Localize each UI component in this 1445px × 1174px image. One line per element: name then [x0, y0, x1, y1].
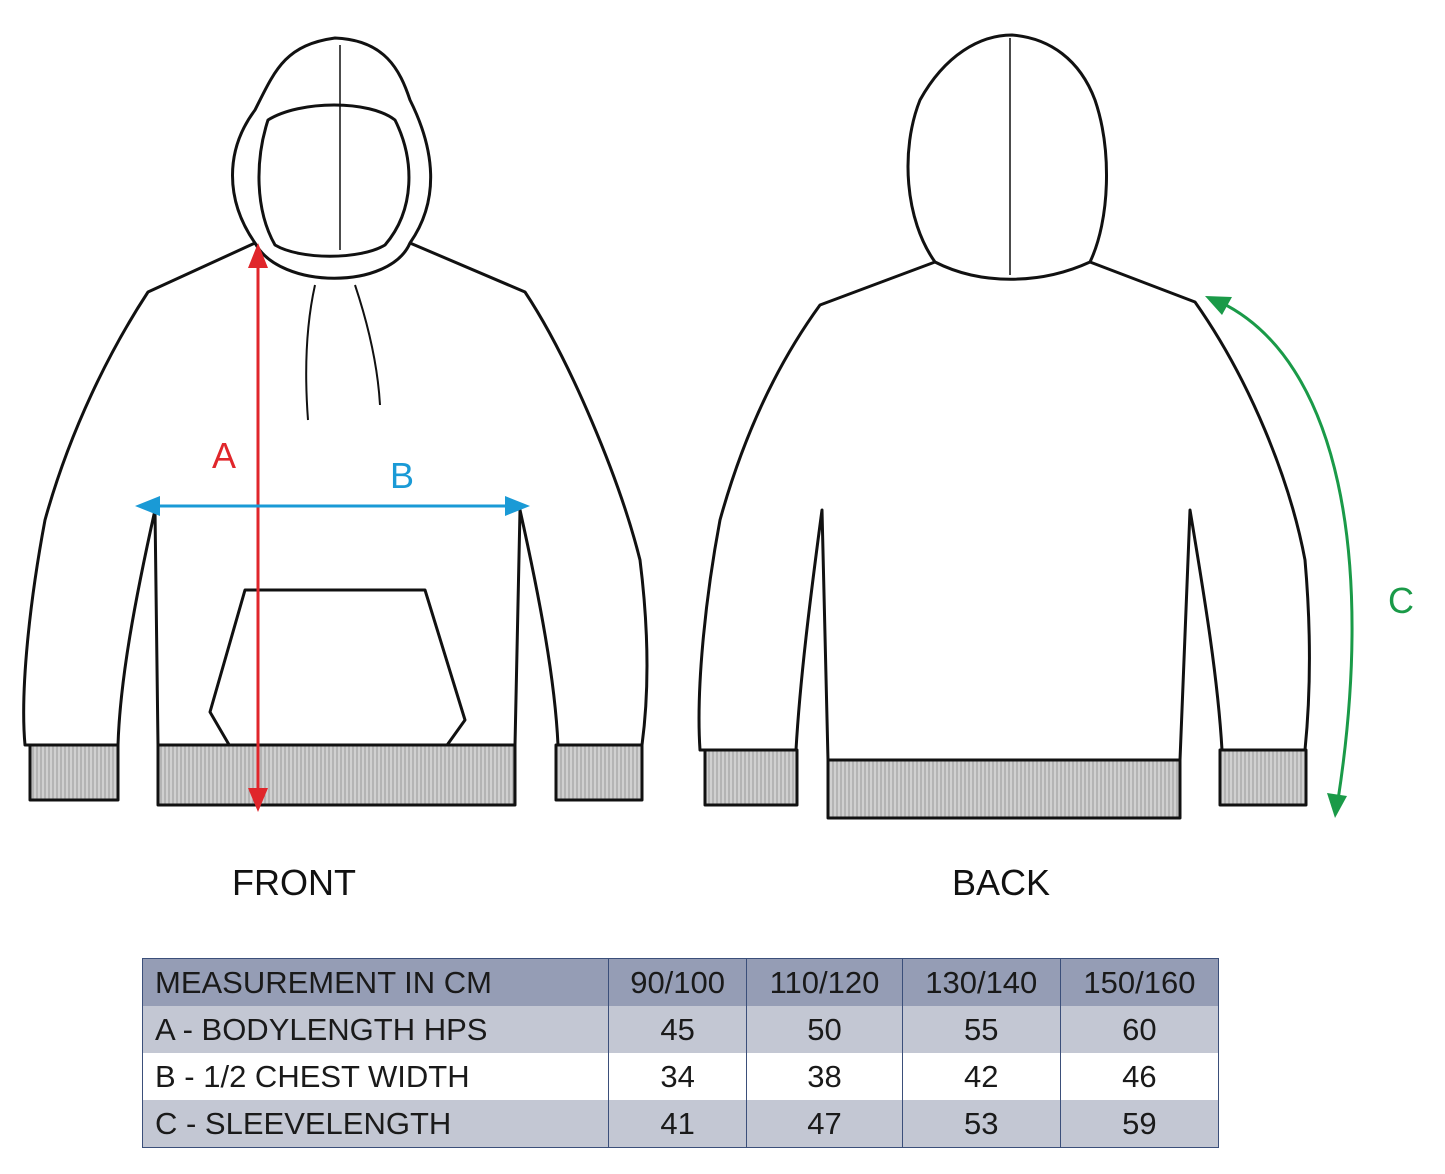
row-label: A - BODYLENGTH HPS — [142, 1006, 609, 1053]
table-header-row: MEASUREMENT IN CM 90/100 110/120 130/140… — [142, 958, 1220, 1006]
row-label: B - 1/2 CHEST WIDTH — [142, 1053, 609, 1100]
measure-c-arrow — [1205, 296, 1354, 818]
cell: 47 — [746, 1100, 903, 1148]
size-table: MEASUREMENT IN CM 90/100 110/120 130/140… — [142, 958, 1220, 1148]
cell: 46 — [1059, 1053, 1220, 1100]
cell: 42 — [901, 1053, 1061, 1100]
cell: 59 — [1059, 1100, 1220, 1148]
cell: 50 — [746, 1006, 903, 1053]
back-hoodie — [697, 33, 1312, 820]
cell: 41 — [607, 1100, 748, 1148]
back-label: BACK — [952, 862, 1051, 903]
cell: 53 — [901, 1100, 1061, 1148]
measure-a-arrow — [248, 243, 268, 812]
measure-b-arrow — [135, 496, 530, 516]
cell: 60 — [1059, 1006, 1220, 1053]
header-cell: 150/160 — [1059, 958, 1220, 1006]
marker-b-label: B — [390, 455, 415, 496]
cell: 45 — [607, 1006, 748, 1053]
cell: 38 — [746, 1053, 903, 1100]
table-row: B - 1/2 CHEST WIDTH 34 38 42 46 — [142, 1053, 1220, 1100]
cell: 55 — [901, 1006, 1061, 1053]
table-row: C - SLEEVELENGTH 41 47 53 59 — [142, 1100, 1220, 1148]
row-label: C - SLEEVELENGTH — [142, 1100, 609, 1148]
marker-a-label: A — [212, 435, 237, 476]
cell: 34 — [607, 1053, 748, 1100]
hoodie-illustration — [22, 33, 1354, 820]
front-hoodie — [22, 36, 649, 807]
header-cell: 130/140 — [901, 958, 1061, 1006]
table-row: A - BODYLENGTH HPS 45 50 55 60 — [142, 1006, 1220, 1053]
marker-c-label: C — [1388, 580, 1414, 621]
front-label: FRONT — [232, 862, 356, 903]
header-cell: 90/100 — [607, 958, 748, 1006]
header-cell: MEASUREMENT IN CM — [142, 958, 609, 1006]
header-cell: 110/120 — [746, 958, 903, 1006]
